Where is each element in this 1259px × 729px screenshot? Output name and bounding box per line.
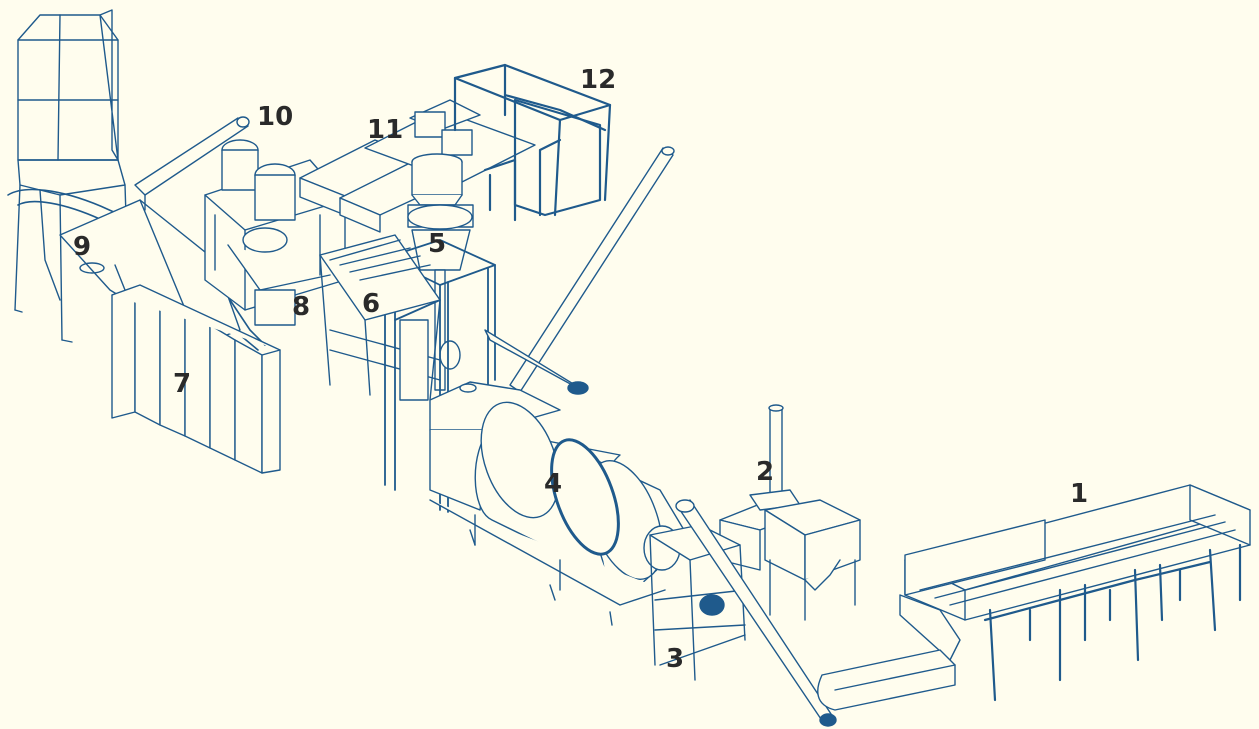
label-frame: 12 <box>580 65 617 95</box>
washer-legs <box>983 543 1242 702</box>
label-washer: 1 <box>1070 479 1089 509</box>
feed-return-conveyor <box>817 649 956 711</box>
label-drum-dryer: 4 <box>544 469 563 499</box>
label-cyclone: 5 <box>428 229 447 259</box>
label-screw-conveyor: 3 <box>666 644 685 674</box>
label-sorter: 8 <box>292 292 311 322</box>
long-inclined-conveyor <box>484 146 675 395</box>
dust-collector-tower <box>14 9 129 343</box>
panel-rack <box>111 284 281 474</box>
sorter-feed-conveyor <box>134 116 250 211</box>
label-sorter-feed: 10 <box>257 102 294 132</box>
inspection-platform <box>319 234 441 401</box>
washer-conveyor <box>899 484 1251 661</box>
rotary-drum-dryer <box>429 381 691 626</box>
steel-frame <box>453 63 612 222</box>
label-inspection-platform: 6 <box>362 289 381 319</box>
label-mixer: 9 <box>73 232 92 262</box>
label-heater: 2 <box>756 457 775 487</box>
label-panel-rack: 7 <box>173 369 192 399</box>
label-packing-conveyor: 11 <box>367 115 404 145</box>
packing-conveyors <box>299 99 536 233</box>
screw-conveyor-frame <box>649 499 837 727</box>
